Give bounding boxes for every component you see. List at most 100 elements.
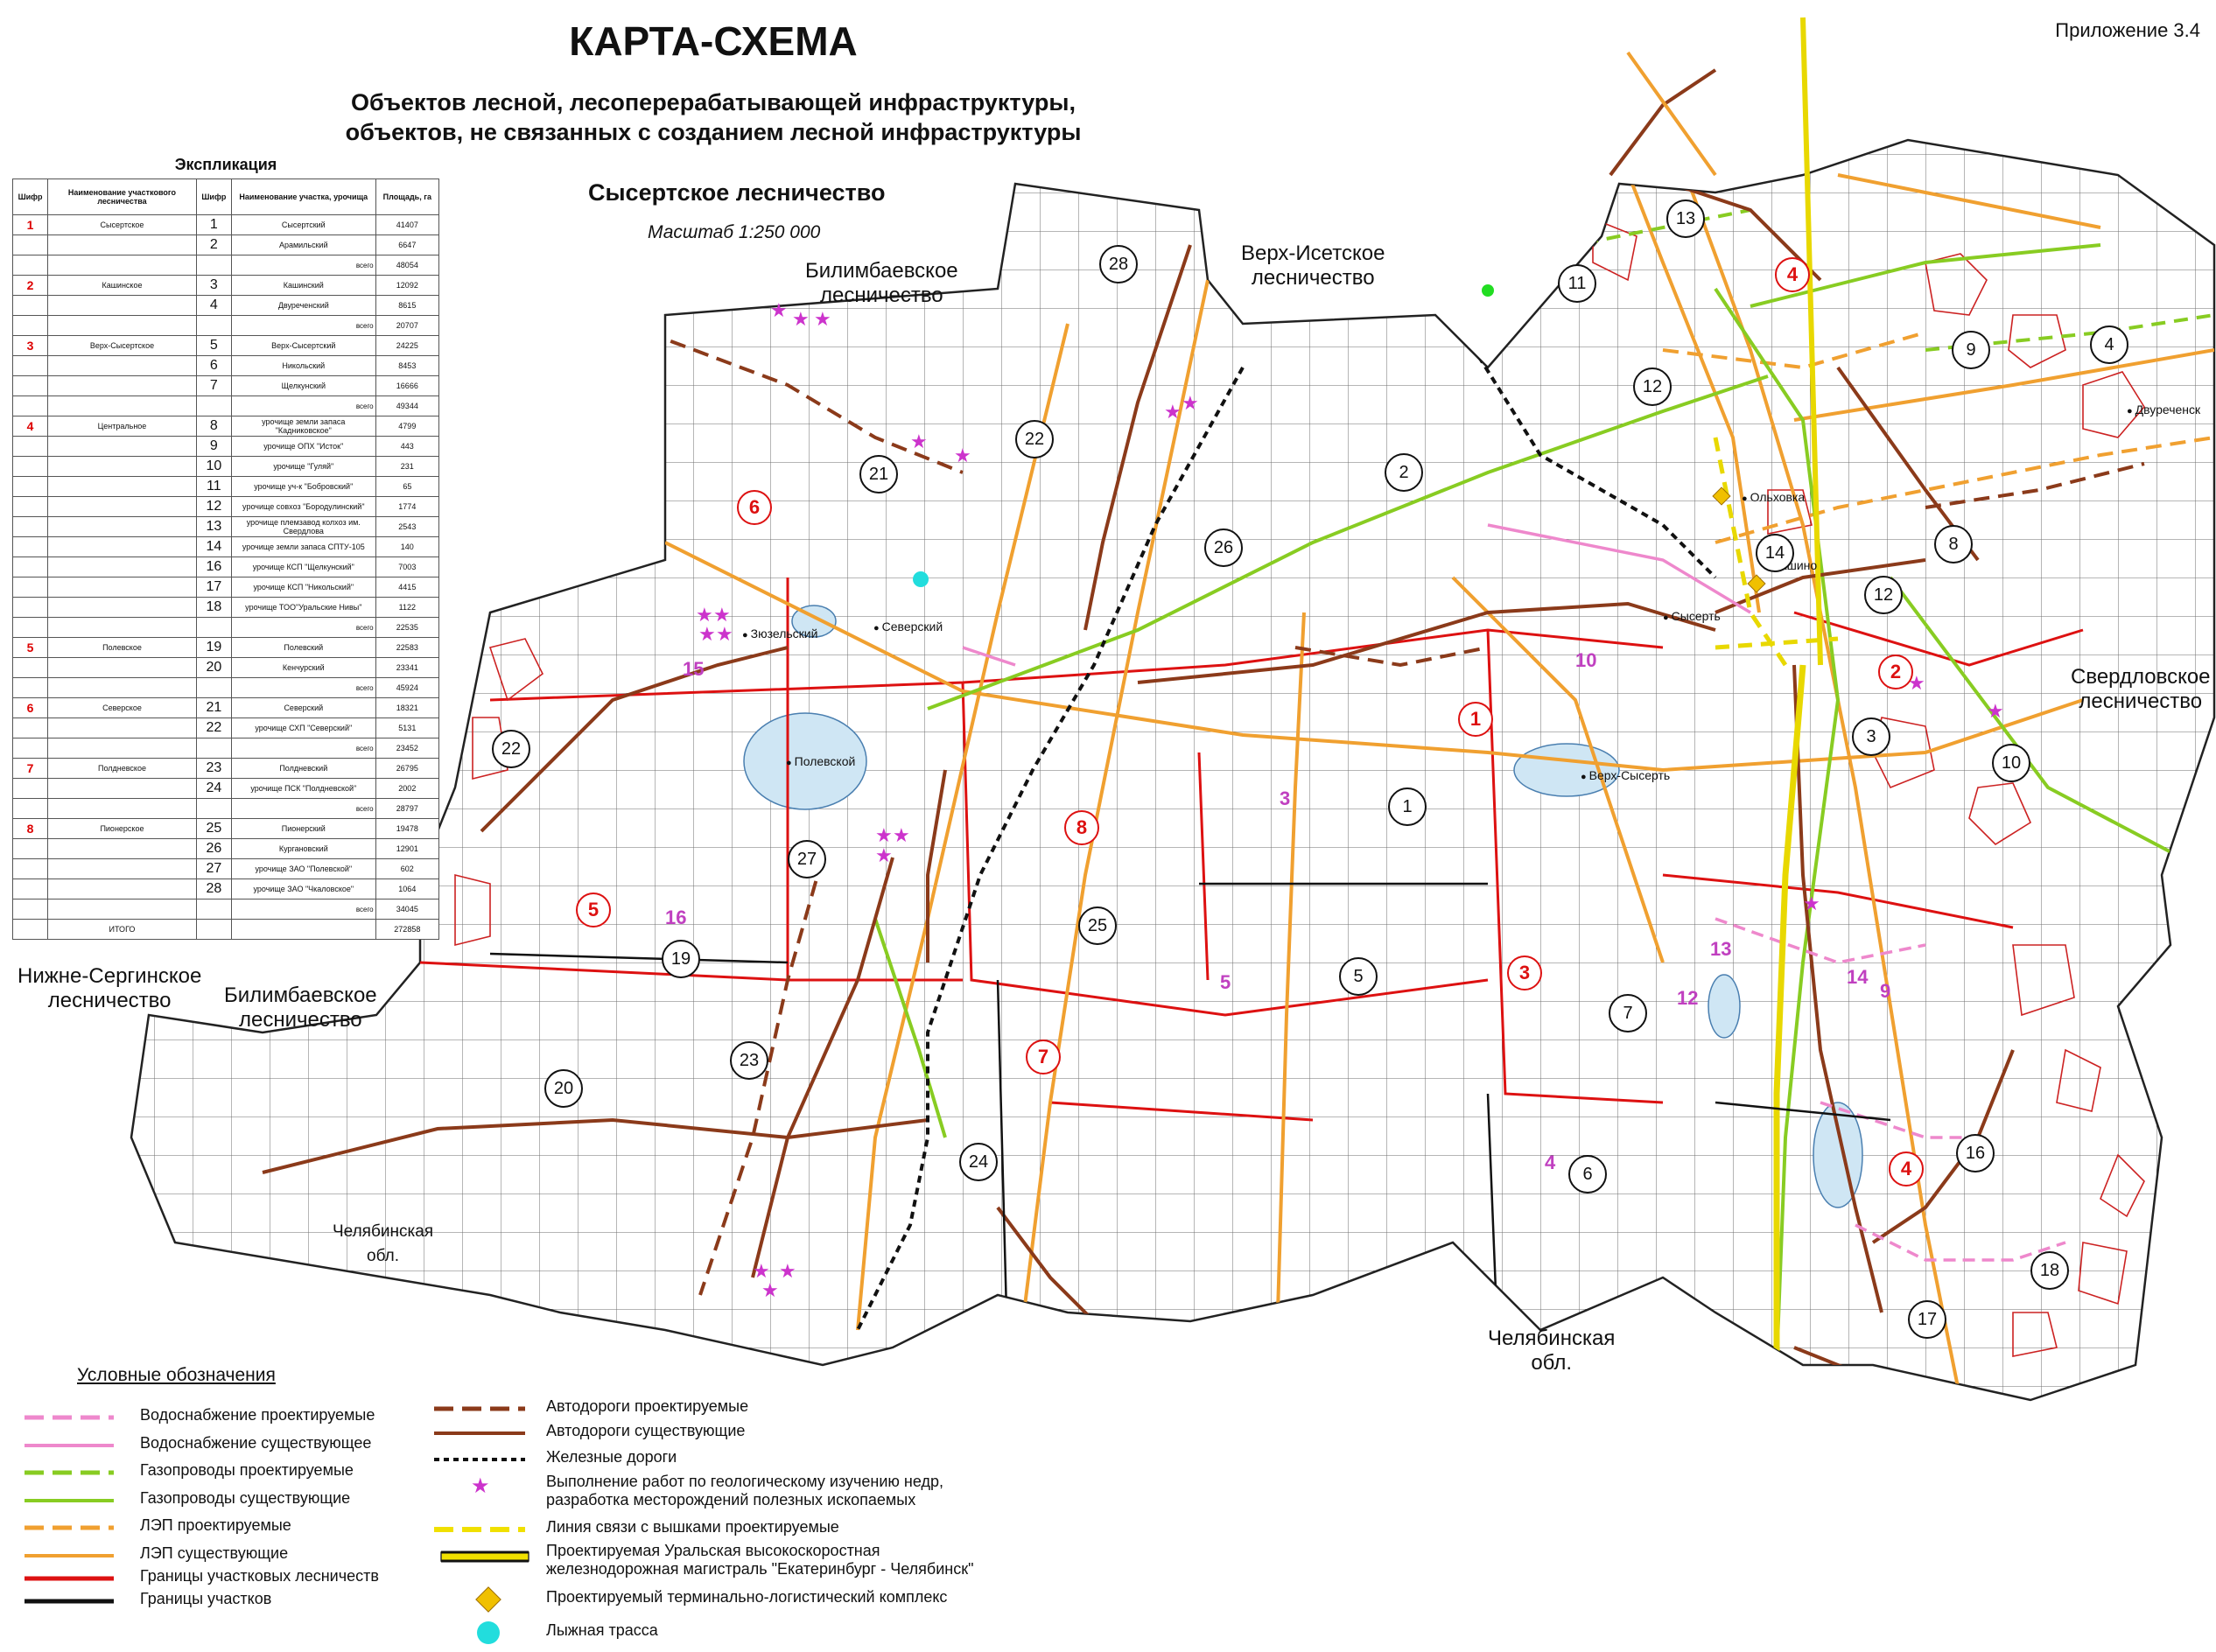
expl-sub-code: 25 bbox=[195, 818, 232, 839]
legend-label: Проектируемый терминально-логистический … bbox=[546, 1588, 948, 1606]
expl-code bbox=[11, 295, 49, 316]
svg-text:★: ★ bbox=[698, 624, 716, 646]
section-number: 22 bbox=[1015, 420, 1054, 458]
expl-section-name: всего bbox=[230, 899, 376, 920]
section-number: 5 bbox=[1339, 957, 1378, 996]
expl-forestry bbox=[47, 456, 197, 477]
expl-section-name: Кенчурский bbox=[230, 657, 376, 678]
section-number: 14 bbox=[1756, 534, 1794, 572]
section-number: 25 bbox=[1078, 906, 1117, 945]
left-item: Газопроводы существующие bbox=[140, 1489, 350, 1508]
expl-code: 8 bbox=[11, 818, 49, 839]
place-zyuzelskiy: Зюзельский bbox=[742, 626, 818, 640]
right-item: Выполнение работ по геологическому изуче… bbox=[546, 1473, 943, 1509]
expl-sub-code: 24 bbox=[195, 778, 232, 799]
expl-section-name: урочище ЗАО "Чкаловское" bbox=[230, 878, 376, 900]
expl-area: 8453 bbox=[375, 355, 440, 376]
legend-label: Границы участковых лесничеств bbox=[140, 1567, 379, 1585]
locality-number: 10 bbox=[1575, 649, 1597, 671]
expl-sub-code: 11 bbox=[195, 476, 232, 497]
expl-sub-code bbox=[195, 798, 232, 819]
expl-code bbox=[11, 496, 49, 517]
left-item: ЛЭП проектируемые bbox=[140, 1516, 291, 1535]
svg-text:★: ★ bbox=[893, 825, 910, 847]
expl-code bbox=[11, 899, 49, 920]
expl-forestry bbox=[47, 657, 197, 678]
section-number: 24 bbox=[959, 1143, 998, 1181]
expl-sub-code bbox=[195, 396, 232, 416]
svg-text:★: ★ bbox=[875, 845, 893, 867]
expl-section-name: Северский bbox=[230, 697, 376, 718]
expl-forestry bbox=[47, 396, 197, 416]
expl-area: 23452 bbox=[375, 738, 440, 759]
legend-label: Линия связи с вышками проектируемые bbox=[546, 1518, 839, 1536]
expl-area: 18321 bbox=[375, 697, 440, 718]
expl-sub-code: 20 bbox=[195, 657, 232, 678]
expl-sub-code: 5 bbox=[195, 335, 232, 356]
left-item: Газопроводы проектируемые bbox=[140, 1461, 354, 1480]
expl-area: 7003 bbox=[375, 556, 440, 578]
forestry-number: 5 bbox=[576, 892, 611, 928]
section-number: 13 bbox=[1666, 200, 1705, 238]
place-verkh-sysert: Верх-Сысерть bbox=[1581, 768, 1671, 782]
expl-section-name: всего bbox=[230, 617, 376, 638]
expl-sub-code: 7 bbox=[195, 375, 232, 396]
expl-section-name bbox=[230, 919, 376, 940]
col-section: Наименование участка, урочища bbox=[230, 178, 376, 215]
expl-section-name: Пионерский bbox=[230, 818, 376, 839]
expl-sub-code: 23 bbox=[195, 758, 232, 779]
explication-table: Шифр Наименование участкового лесничеств… bbox=[11, 178, 440, 940]
expl-code bbox=[11, 436, 49, 457]
expl-code bbox=[11, 516, 49, 537]
locality-number: 14 bbox=[1847, 966, 1869, 988]
legend-samples: ★ bbox=[25, 1406, 529, 1644]
expl-forestry: ИТОГО bbox=[47, 919, 197, 940]
locality-number: 12 bbox=[1677, 987, 1699, 1009]
section-number: 8 bbox=[1934, 525, 1973, 564]
legend-label: Автодороги проектируемые bbox=[546, 1397, 749, 1415]
section-number: 6 bbox=[1568, 1155, 1607, 1194]
expl-section-name: урочище ОПХ "Исток" bbox=[230, 436, 376, 457]
expl-forestry bbox=[47, 476, 197, 497]
legend-label: Автодороги существующие bbox=[546, 1422, 746, 1439]
expl-forestry bbox=[47, 858, 197, 879]
expl-code: 7 bbox=[11, 758, 49, 779]
expl-forestry bbox=[47, 315, 197, 336]
section-number: 28 bbox=[1099, 245, 1138, 284]
expl-sub-code: 27 bbox=[195, 858, 232, 879]
expl-section-name: всего bbox=[230, 677, 376, 698]
map-scale: Масштаб 1:250 000 bbox=[648, 222, 821, 242]
expl-code bbox=[11, 677, 49, 698]
appendix-label: Приложение 3.4 bbox=[2055, 19, 2200, 41]
legend-label: Газопроводы проектируемые bbox=[140, 1461, 354, 1479]
expl-area: 443 bbox=[375, 436, 440, 457]
expl-sub-code: 1 bbox=[195, 214, 232, 235]
expl-section-name: всего bbox=[230, 315, 376, 336]
legend-label: Железные дороги bbox=[546, 1448, 677, 1466]
expl-code bbox=[11, 556, 49, 578]
legend-label: Газопроводы существующие bbox=[140, 1489, 351, 1507]
expl-code: 1 bbox=[11, 214, 49, 235]
expl-forestry: Полевское bbox=[47, 637, 197, 658]
expl-area: 602 bbox=[375, 858, 440, 879]
expl-forestry bbox=[47, 516, 197, 537]
